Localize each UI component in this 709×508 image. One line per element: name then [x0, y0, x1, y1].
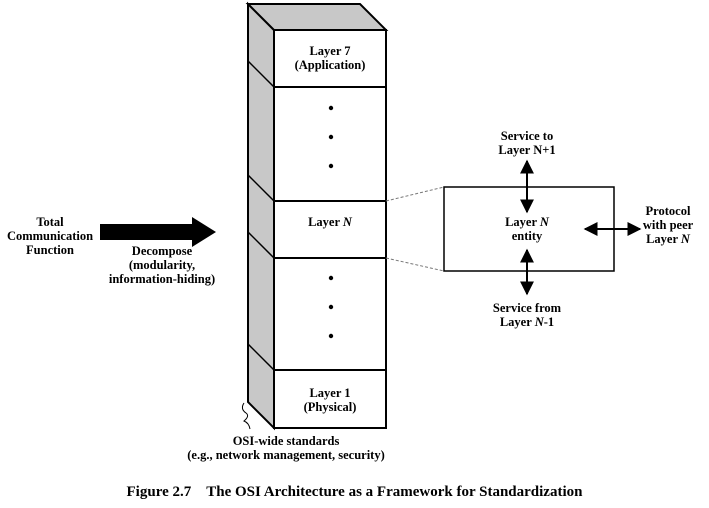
side-brace	[241, 402, 251, 430]
osi-wide-standards-label: OSI-wide standards (e.g., network manage…	[187, 434, 385, 462]
stack-top-face	[245, 3, 389, 31]
service-from-label: Service from Layer N-1	[492, 301, 562, 329]
ellipsis-lower	[328, 275, 334, 339]
decompose-label: Decompose (modularity, information-hidin…	[108, 244, 216, 286]
service-to-label: Service to Layer N+1	[498, 129, 556, 157]
stack-side-face	[247, 1, 275, 431]
layer-7-label: Layer 7 (Application)	[294, 44, 366, 72]
protocol-label: Protocol with peer Layer N	[642, 204, 694, 246]
layer-n-label: Layer N	[308, 215, 352, 229]
figure-caption: Figure 2.7 The OSI Architecture as a Fra…	[126, 484, 583, 500]
decompose-arrow	[100, 217, 216, 247]
layer-1-label: Layer 1 (Physical)	[303, 386, 357, 414]
entity-label: Layer N entity	[505, 215, 549, 243]
ellipsis-upper	[328, 105, 334, 169]
total-function-label: Total Communication Function	[6, 215, 94, 257]
stack-front-face	[273, 29, 387, 429]
